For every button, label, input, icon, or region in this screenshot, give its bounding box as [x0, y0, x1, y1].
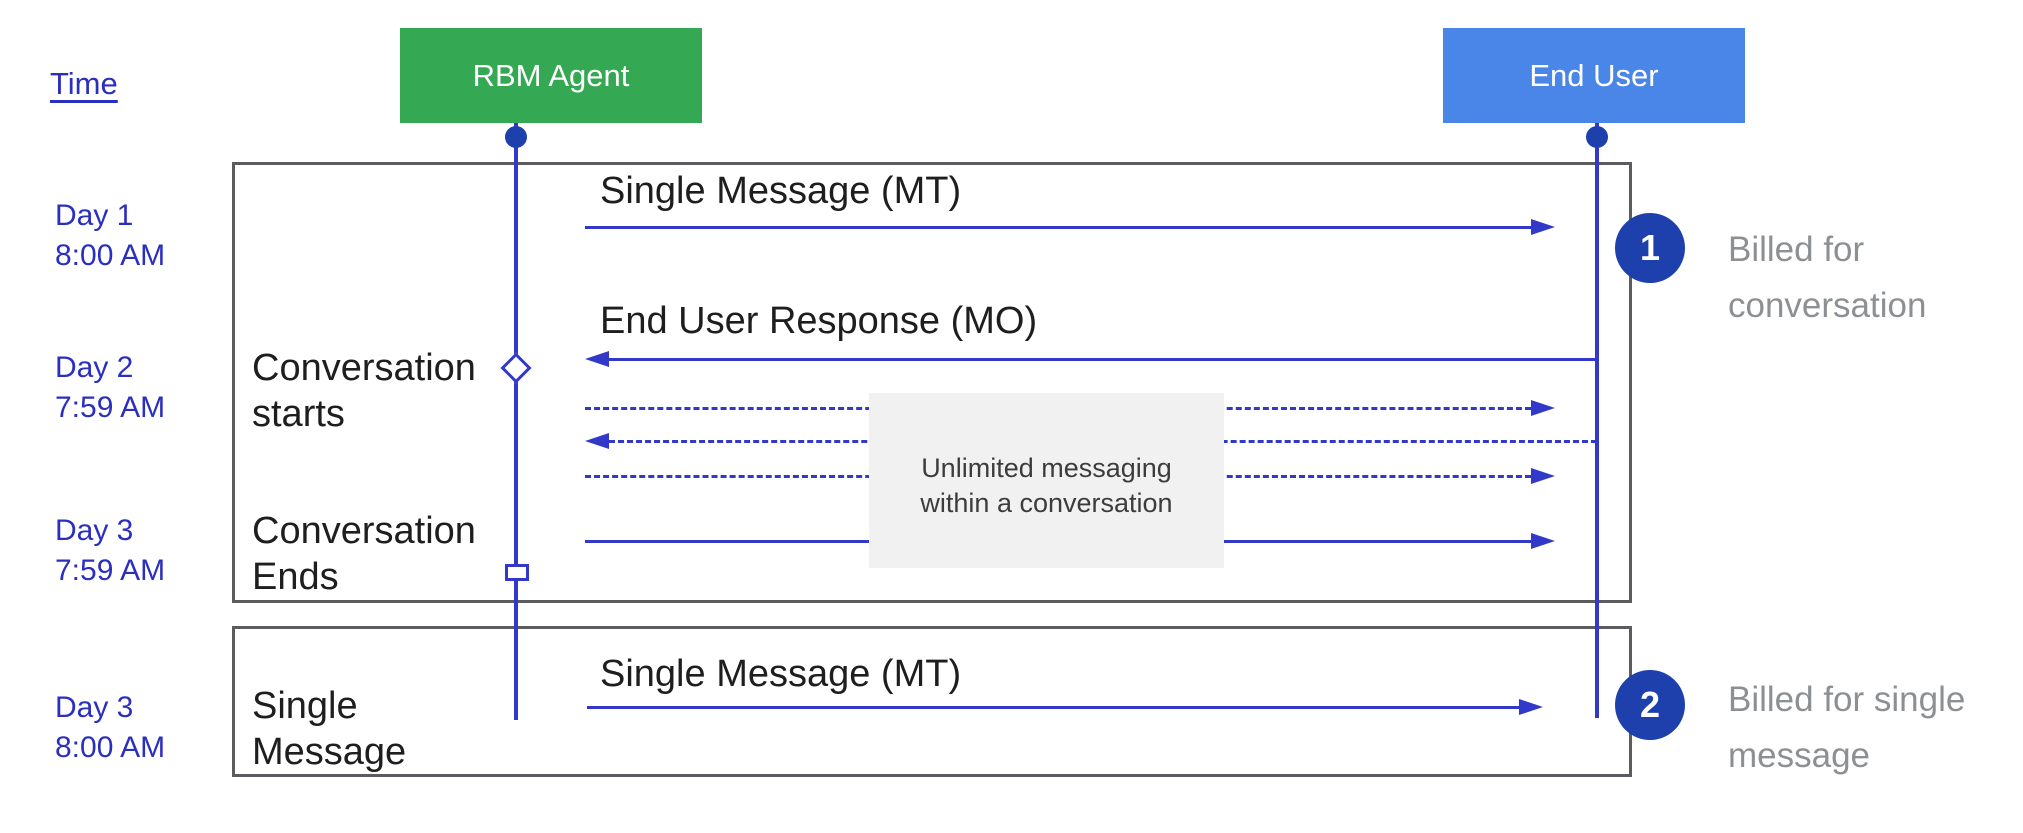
rbm-lifeline-dot-icon — [505, 126, 527, 148]
time-text: 8:00 AM — [55, 239, 166, 272]
event-line: Ends — [252, 556, 339, 598]
event-line: Conversation — [252, 347, 476, 389]
event-line: Conversation — [252, 510, 476, 552]
timeline-entry-day1: Day 1 8:00 AM — [55, 196, 165, 276]
event-line: Single — [252, 685, 358, 727]
arrowhead-right-icon — [1519, 699, 1543, 715]
arrowhead-left-icon — [585, 433, 609, 449]
annotation-line: Billed for — [1728, 230, 1865, 269]
day-text: Day 3 — [55, 691, 134, 724]
annotation-line: message — [1728, 736, 1871, 775]
time-text: 8:00 AM — [55, 731, 166, 764]
annotation-line: conversation — [1728, 286, 1927, 325]
message-arrow-mo-line — [609, 358, 1597, 361]
badge-number: 1 — [1639, 227, 1661, 268]
day-text: Day 2 — [55, 351, 134, 384]
message-label-single-message-mt-2: Single Message (MT) — [600, 653, 962, 695]
time-text: 7:59 AM — [55, 554, 166, 587]
actor-box-end-user: End User — [1443, 28, 1745, 123]
unlimited-messaging-note: Unlimited messaging within a conversatio… — [869, 393, 1224, 568]
message-label-end-user-response-mo: End User Response (MO) — [600, 300, 1038, 342]
arrowhead-right-icon — [1531, 219, 1555, 235]
arrowhead-left-icon — [585, 351, 609, 367]
day-text: Day 1 — [55, 199, 134, 232]
badge-number: 2 — [1639, 684, 1661, 725]
billing-badge-2: 2 — [1615, 670, 1685, 740]
message-arrow-mt2-line — [587, 706, 1519, 709]
end-user-lifeline-dot-icon — [1586, 126, 1608, 148]
event-line: Message — [252, 731, 407, 773]
end-user-lifeline — [1595, 123, 1599, 718]
conversation-end-square-icon — [505, 564, 529, 581]
annotation-billed-for-conversation: Billed for conversation — [1728, 222, 1926, 334]
note-line: within a conversation — [920, 487, 1173, 518]
arrowhead-right-icon — [1531, 400, 1555, 416]
note-line: Unlimited messaging — [921, 452, 1172, 483]
time-text: 7:59 AM — [55, 391, 166, 424]
billing-badge-1: 1 — [1615, 213, 1685, 283]
message-label-single-message-mt: Single Message (MT) — [600, 170, 962, 212]
actor-box-rbm-agent: RBM Agent — [400, 28, 702, 123]
annotation-billed-for-single-message: Billed for single message — [1728, 672, 1965, 784]
timeline-entry-day3b: Day 3 8:00 AM — [55, 688, 165, 768]
time-column-header: Time — [50, 66, 118, 101]
arrowhead-right-icon — [1531, 468, 1555, 484]
event-label-conversation-ends: Conversation Ends — [252, 508, 476, 600]
event-label-single-message: Single Message — [252, 683, 406, 775]
single-message-billing-frame — [232, 626, 1632, 777]
arrowhead-right-icon — [1531, 533, 1555, 549]
conversation-billing-frame — [232, 162, 1632, 603]
actor-label-end-user: End User — [1529, 57, 1659, 93]
timeline-entry-day3: Day 3 7:59 AM — [55, 511, 165, 591]
event-line: starts — [252, 393, 345, 435]
actor-label-rbm-agent: RBM Agent — [472, 57, 630, 93]
annotation-line: Billed for single — [1728, 680, 1966, 719]
day-text: Day 3 — [55, 514, 134, 547]
message-arrow-mt-line — [585, 226, 1531, 229]
event-label-conversation-starts: Conversation starts — [252, 345, 476, 437]
timeline-entry-day2: Day 2 7:59 AM — [55, 348, 165, 428]
rbm-agent-lifeline — [514, 123, 518, 720]
